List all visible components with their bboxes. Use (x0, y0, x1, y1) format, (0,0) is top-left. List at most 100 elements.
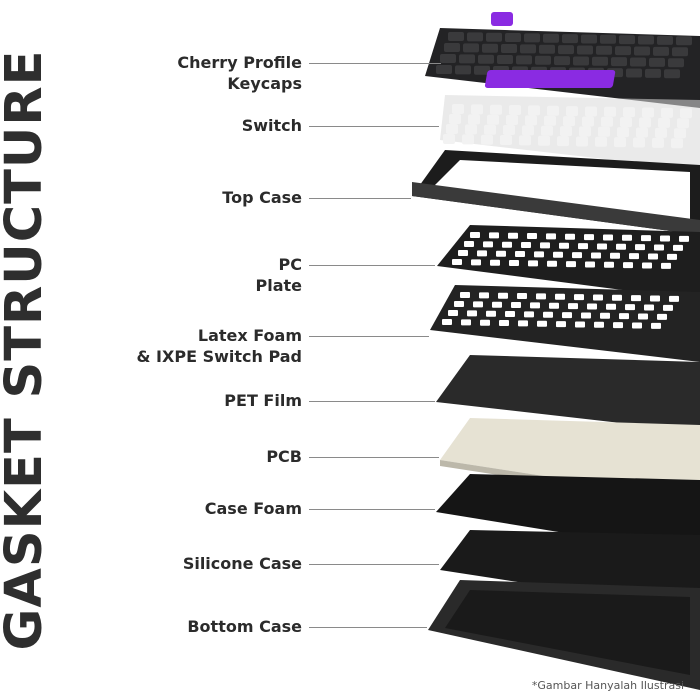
switch (671, 138, 683, 149)
switch (579, 126, 591, 137)
label-top-case: Top Case (222, 188, 302, 207)
switch (576, 136, 588, 147)
switch (452, 104, 464, 114)
keycap (577, 45, 593, 55)
foam-hole (549, 302, 559, 309)
switch (506, 115, 518, 126)
plate-hole (591, 252, 601, 259)
foam-hole (644, 304, 654, 311)
label-case-foam: Case Foam (204, 499, 302, 518)
keycap (676, 36, 692, 46)
keycap (649, 57, 665, 67)
foam-hole (467, 310, 477, 317)
foam-hole (651, 322, 661, 329)
plate-hole (585, 261, 595, 268)
plate-hole (604, 261, 614, 268)
plate-hole (566, 261, 576, 268)
foam-hole (511, 302, 521, 309)
switch (595, 136, 607, 147)
foam-hole (606, 303, 616, 310)
keycap (482, 43, 498, 53)
accent-keycap (491, 12, 513, 26)
spacebar-keycap (484, 70, 616, 88)
latex-foam-layer (430, 285, 700, 362)
foam-hole (632, 322, 642, 329)
plate-hole (559, 242, 569, 249)
keycap (554, 56, 570, 66)
switch (500, 135, 512, 146)
pet-film-layer (436, 355, 700, 432)
switch (633, 137, 645, 148)
keycap (467, 32, 483, 42)
foam-hole (499, 320, 509, 327)
plate-hole (458, 250, 468, 256)
foam-hole (600, 312, 610, 319)
plate-hole (584, 234, 594, 241)
switch (655, 127, 667, 138)
keycap (436, 65, 452, 74)
plate-hole (635, 244, 645, 251)
plate-hole (464, 241, 474, 247)
switch (677, 118, 689, 129)
keycap (444, 43, 460, 52)
switch (620, 117, 632, 128)
foam-hole (492, 301, 502, 308)
foam-hole (593, 294, 603, 301)
switch-layer (440, 95, 700, 170)
keycap (448, 32, 464, 41)
plate-hole (629, 253, 639, 260)
foam-hole (581, 312, 591, 319)
pc-plate-layer (437, 225, 700, 300)
plate-hole (673, 244, 683, 251)
keycap (463, 43, 479, 53)
switch (481, 134, 493, 145)
plate-hole (642, 262, 652, 269)
keycap (638, 35, 654, 45)
keycap (592, 56, 608, 66)
foam-hole (543, 311, 553, 318)
foam-hole (556, 321, 566, 328)
switch (674, 128, 686, 139)
foam-hole (669, 295, 679, 302)
switch (661, 107, 673, 118)
foam-hole (486, 310, 496, 317)
keycap (615, 46, 631, 56)
foam-hole (594, 321, 604, 328)
keycap (626, 68, 642, 78)
foam-hole (555, 293, 565, 300)
switch (471, 104, 483, 115)
foam-hole (619, 313, 629, 320)
plate-hole (572, 252, 582, 259)
keycap (478, 54, 494, 64)
switch (623, 107, 635, 118)
keycap (558, 45, 574, 55)
keycap (653, 46, 669, 56)
keycap (501, 44, 517, 54)
switch (462, 134, 474, 145)
keycap (535, 55, 551, 65)
keycap (543, 33, 559, 43)
switch (490, 104, 502, 115)
keycap (505, 33, 521, 43)
foam-hole (574, 294, 584, 301)
illustration-note: *Gambar Hanyalah Ilustrasi (531, 679, 684, 692)
switch (566, 106, 578, 117)
foam-hole (454, 301, 464, 307)
plate-hole (496, 250, 506, 257)
switch (557, 136, 569, 147)
switch (468, 114, 480, 125)
plate-hole (521, 242, 531, 249)
foam-hole (536, 293, 546, 300)
leader-silicone-case (309, 564, 439, 565)
leader-top-case (309, 198, 411, 199)
plate-hole (667, 253, 677, 260)
foam-hole (524, 311, 534, 318)
switch (652, 137, 664, 148)
foam-hole (460, 292, 470, 298)
plate-hole (654, 244, 664, 251)
leader-keycaps (309, 63, 441, 64)
switch (484, 124, 496, 135)
keycap (539, 44, 555, 54)
foam-hole (442, 319, 452, 325)
